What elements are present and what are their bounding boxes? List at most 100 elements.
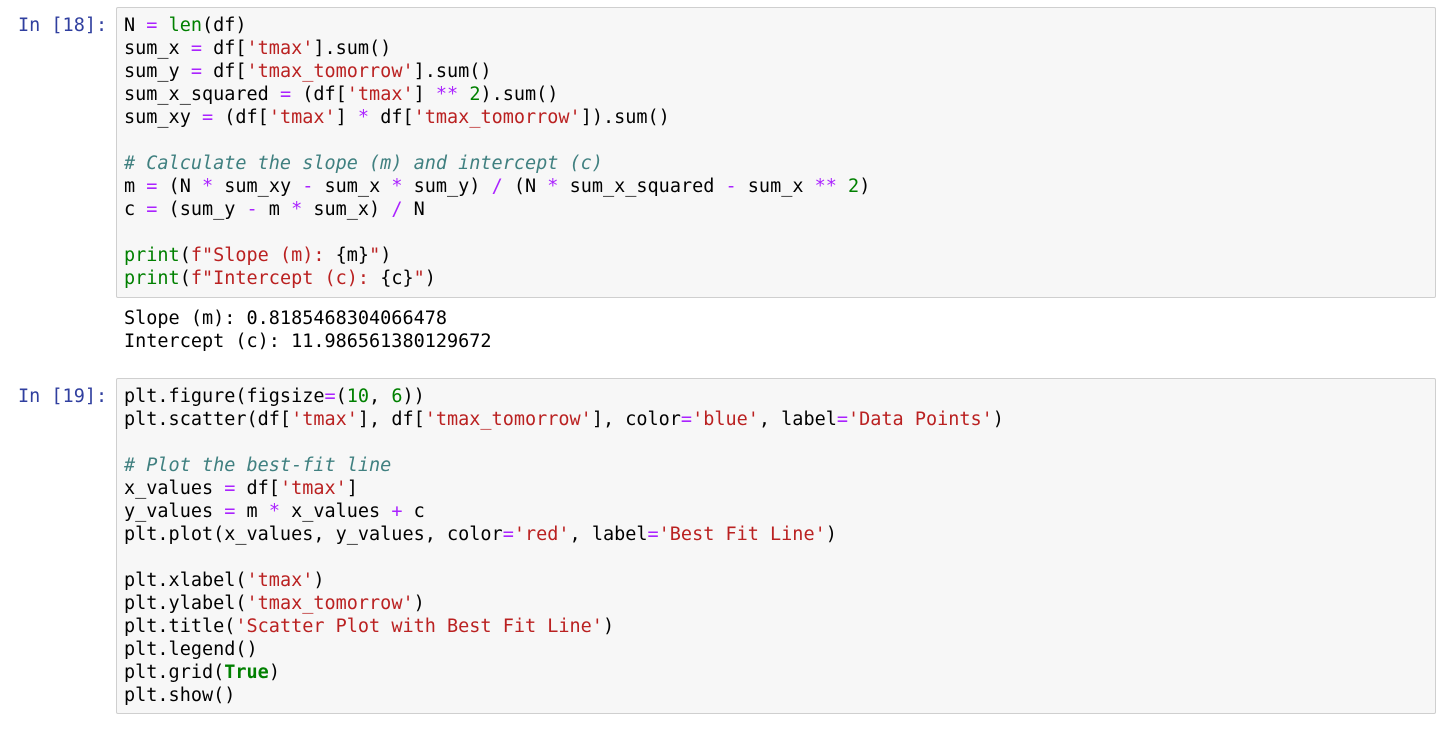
code-text: (N <box>502 176 548 197</box>
code-line: plt.xlabel('tmax') <box>124 569 1435 592</box>
code-string: 'tmax' <box>346 84 414 105</box>
code-text <box>458 84 469 105</box>
code-line: plt.figure(figsize=(10, 6)) <box>124 385 1435 408</box>
code-operator: ** <box>435 84 459 105</box>
code-text: plt.ylabel( <box>124 593 247 614</box>
code-line: x_values = df['tmax'] <box>124 477 1435 500</box>
code-string: f"Intercept (c): <box>190 268 381 289</box>
code-line: sum_x_squared = (df['tmax'] ** 2).sum() <box>124 83 1435 106</box>
cell-19-prompt: In [19]: <box>18 386 108 407</box>
code-text: sum_y <box>124 61 191 82</box>
code-operator: = <box>680 409 693 430</box>
code-operator: = <box>190 38 202 59</box>
code-number: 10 <box>346 386 370 407</box>
code-text: ] <box>413 84 436 105</box>
code-text: ].sum() <box>413 61 492 82</box>
code-builtin: print <box>124 268 180 289</box>
code-line: plt.show() <box>124 684 1435 707</box>
code-operator: = <box>502 524 514 545</box>
code-operator: = <box>324 386 336 407</box>
code-text <box>157 15 168 36</box>
code-string: 'tmax' <box>279 478 347 499</box>
code-text: ( <box>335 386 347 407</box>
code-text: (N <box>157 176 202 197</box>
code-builtin: len <box>168 15 202 36</box>
code-line: print(f"Slope (m): {m}") <box>124 244 1435 267</box>
code-line: c = (sum_y - m * sum_x) / N <box>124 198 1435 221</box>
code-text: (sum_y <box>157 199 247 220</box>
code-text: sum_x <box>313 176 392 197</box>
code-line <box>124 129 1435 152</box>
code-text: ]).sum() <box>580 107 670 128</box>
code-text: plt.xlabel( <box>124 570 247 591</box>
code-text: c <box>124 199 147 220</box>
code-text: ], color <box>591 409 681 430</box>
code-text: df[ <box>235 478 280 499</box>
code-operator: = <box>146 176 158 197</box>
code-line: sum_x = df['tmax'].sum() <box>124 37 1435 60</box>
code-text: sum_xy <box>124 107 202 128</box>
code-cell-18[interactable]: N = len(df)sum_x = df['tmax'].sum()sum_y… <box>116 7 1436 298</box>
code-keyword: True <box>224 662 269 683</box>
code-line <box>124 431 1435 454</box>
code-text: ) <box>602 616 615 637</box>
code-operator: = <box>201 107 214 128</box>
code-text: ] <box>346 478 358 499</box>
code-cell-19[interactable]: plt.figure(figsize=(10, 6))plt.scatter(d… <box>116 378 1436 714</box>
code-text: sum_x <box>736 176 815 197</box>
code-text: sum_x <box>124 38 191 59</box>
code-line: # Calculate the slope (m) and intercept … <box>124 152 1435 175</box>
code-operator: * <box>291 199 303 220</box>
code-text: y_values <box>124 501 225 522</box>
code-number: 6 <box>391 386 403 407</box>
code-string: 'tmax' <box>291 409 358 430</box>
code-operator: = <box>146 199 158 220</box>
code-line: m = (N * sum_xy - sum_x * sum_y) / (N * … <box>124 175 1435 198</box>
code-operator: = <box>836 409 848 430</box>
code-string: " <box>369 245 381 266</box>
code-text: plt.title( <box>124 616 236 637</box>
code-text: (df[ <box>291 84 347 105</box>
code-text: plt.scatter(df[ <box>124 409 292 430</box>
code-text: N <box>402 199 425 220</box>
code-operator: * <box>547 176 559 197</box>
code-text: ( <box>179 268 191 289</box>
code-string: f"Slope (m): <box>190 245 336 266</box>
code-line: # Plot the best-fit line <box>124 454 1435 477</box>
code-text: ) <box>992 409 1004 430</box>
code-text: ) <box>268 662 280 683</box>
code-operator: * <box>268 501 280 522</box>
code-text: plt.legend() <box>124 639 258 660</box>
code-line: plt.scatter(df['tmax'], df['tmax_tomorro… <box>124 408 1435 431</box>
code-operator: = <box>279 84 292 105</box>
code-operator: ** <box>814 176 837 197</box>
code-text: ) <box>859 176 871 197</box>
code-operator: = <box>190 61 202 82</box>
code-text: x_values <box>124 478 225 499</box>
code-number: 2 <box>469 84 481 105</box>
code-operator: * <box>201 176 214 197</box>
code-text <box>837 176 848 197</box>
code-text: m <box>257 199 292 220</box>
code-comment: # Calculate the slope (m) and intercept … <box>124 153 603 174</box>
code-string: 'tmax_tomorrow' <box>246 61 414 82</box>
code-operator: = <box>224 478 236 499</box>
code-text: sum_xy <box>213 176 303 197</box>
code-text: sum_x_squared <box>558 176 726 197</box>
code-line: N = len(df) <box>124 14 1435 37</box>
code-comment: # Plot the best-fit line <box>124 455 392 476</box>
code-text: plt.plot(x_values, y_values, color <box>124 524 503 545</box>
code-text: df[ <box>201 61 247 82</box>
code-line: sum_xy = (df['tmax'] * df['tmax_tomorrow… <box>124 106 1435 129</box>
code-text: )) <box>402 386 425 407</box>
code-string: " <box>413 268 425 289</box>
code-text: sum_x_squared <box>124 84 280 105</box>
code-operator: - <box>246 199 258 220</box>
code-builtin: print <box>124 245 180 266</box>
code-line: plt.grid(True) <box>124 661 1435 684</box>
code-text: m <box>235 501 269 522</box>
output-line: Slope (m): 0.8185468304066478 <box>124 308 448 329</box>
code-text: ] <box>335 107 358 128</box>
code-text: c <box>402 501 425 522</box>
